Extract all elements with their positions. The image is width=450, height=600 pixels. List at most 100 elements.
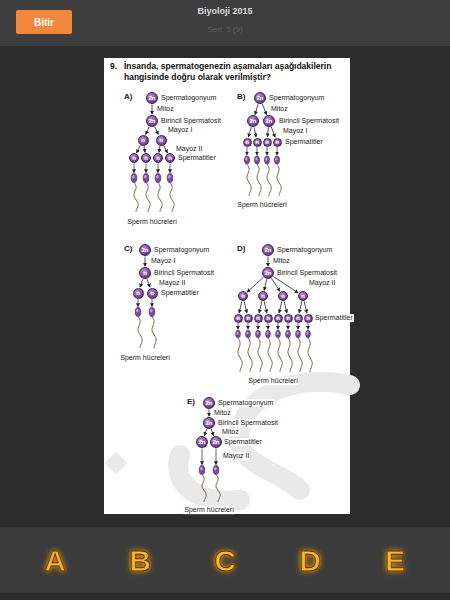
sperm-head-highlight <box>256 331 258 334</box>
sperm-tail <box>216 475 220 503</box>
answer-key: E <box>385 544 405 577</box>
sperm-tail <box>158 183 162 213</box>
ploidy-text: n <box>245 139 249 145</box>
sperm-tail <box>170 183 174 213</box>
ploidy-text: n <box>261 293 265 299</box>
ploidy-text: n <box>236 315 240 321</box>
answer-key: A <box>44 544 66 577</box>
division-arrow <box>211 429 213 436</box>
watermark-swirl <box>178 455 240 501</box>
stage-label: Spermatitler <box>284 138 324 146</box>
division-arrow <box>248 127 251 137</box>
stage-label: Birincil Spermatosit <box>217 419 279 427</box>
division-arrow <box>255 104 258 114</box>
ploidy-text: n <box>150 290 154 296</box>
division-arrow <box>259 301 262 312</box>
maturation-arrow <box>170 164 171 173</box>
ploidy-text: n <box>246 315 250 321</box>
division-arrow <box>204 429 206 436</box>
stage-label: Mayoz II <box>175 145 203 153</box>
sperm-head <box>236 330 241 338</box>
cell-circle: n <box>244 314 253 323</box>
option-letter: E) <box>186 398 196 407</box>
ploidy-text: n <box>143 270 147 276</box>
cell-circle: n <box>138 135 149 146</box>
stage-label: Sperm hücreleri <box>119 354 170 362</box>
division-arrow <box>304 301 307 312</box>
sperm-head <box>256 330 261 338</box>
maturation-arrow <box>278 323 279 329</box>
cell-circle: n <box>253 138 262 147</box>
ploidy-text: n <box>296 315 300 321</box>
division-arrow <box>284 301 287 312</box>
maturation-arrow <box>146 164 147 173</box>
sperm-tail <box>278 338 282 372</box>
stage-label: Mitoz <box>270 105 289 113</box>
question-text: İnsanda, spermatogenezin aşamaları aşağı… <box>123 61 347 82</box>
division-arrow <box>271 127 275 137</box>
division-arrow <box>239 301 242 312</box>
button-text: Bitir <box>34 17 54 28</box>
division-arrow <box>268 257 269 267</box>
stage-label: Spermatitler <box>160 289 200 297</box>
sperm-head <box>213 466 219 475</box>
sperm-head <box>244 156 249 164</box>
cell-circle: n <box>258 291 268 301</box>
division-arrow <box>137 145 141 152</box>
stage-label: Spermatitler <box>177 154 217 162</box>
stage-label: Spermatogonyum <box>217 399 274 407</box>
sperm-head <box>266 330 271 338</box>
division-arrow <box>299 301 302 312</box>
answer-key: D <box>299 544 321 577</box>
maturation-arrow <box>248 323 249 329</box>
option-letter: B) <box>236 93 246 102</box>
sperm-head-highlight <box>246 331 248 334</box>
sperm-head-highlight <box>275 157 277 160</box>
division-arrow <box>262 104 266 115</box>
stage-label: Mayoz I <box>282 127 309 135</box>
stage-label: Sperm hücreleri <box>236 201 287 209</box>
ploidy-text: 2n <box>205 420 212 426</box>
stage-label: Mayoz II <box>308 279 336 287</box>
stage-label: Spermatogonyum <box>160 94 217 102</box>
cell-circle: 2n <box>210 436 222 448</box>
division-arrow <box>279 301 282 312</box>
sperm-head-highlight <box>136 309 139 313</box>
division-arrow <box>140 279 143 287</box>
cell-circle: 2n <box>262 267 274 279</box>
ploidy-text: n <box>141 137 145 143</box>
cell-circle: n <box>294 314 303 323</box>
sperm-tail <box>146 183 150 213</box>
ploidy-text: 2n <box>205 400 212 406</box>
sperm-tail <box>308 338 312 372</box>
ploidy-text: 2n <box>249 118 256 124</box>
cell-circle: n <box>284 314 293 323</box>
cell-circle: n <box>278 291 288 301</box>
ploidy-text: 2n <box>264 247 271 253</box>
stage-label: Mayoz II <box>222 452 250 460</box>
sperm-head-highlight <box>144 175 147 179</box>
sperm-head <box>286 330 291 338</box>
question-text: 9. <box>109 61 118 72</box>
sperm-head-highlight <box>286 331 288 334</box>
cell-circle: n <box>139 267 151 279</box>
bottom-bar <box>0 527 450 593</box>
ploidy-text: 2n <box>148 95 155 101</box>
sperm-tail <box>202 475 206 503</box>
ploidy-text: n <box>255 139 259 145</box>
maturation-arrow <box>298 323 299 329</box>
division-arrow <box>247 277 263 292</box>
stage-label: Spermatogonyum <box>153 246 210 254</box>
maturation-arrow <box>138 299 139 307</box>
app-title: Biyoloji 2015 <box>197 7 252 17</box>
answer-key: C <box>214 544 236 577</box>
sperm-head-highlight <box>168 175 171 179</box>
maturation-arrow <box>134 164 135 173</box>
division-arrow <box>267 127 269 136</box>
stage-label: Birincil Spermatosit <box>153 269 215 277</box>
sperm-head <box>246 330 251 338</box>
maturation-arrow <box>257 147 258 155</box>
stage-label: Spermatitler <box>314 314 354 322</box>
sperm-head <box>254 156 259 164</box>
ploidy-text: n <box>136 290 140 296</box>
